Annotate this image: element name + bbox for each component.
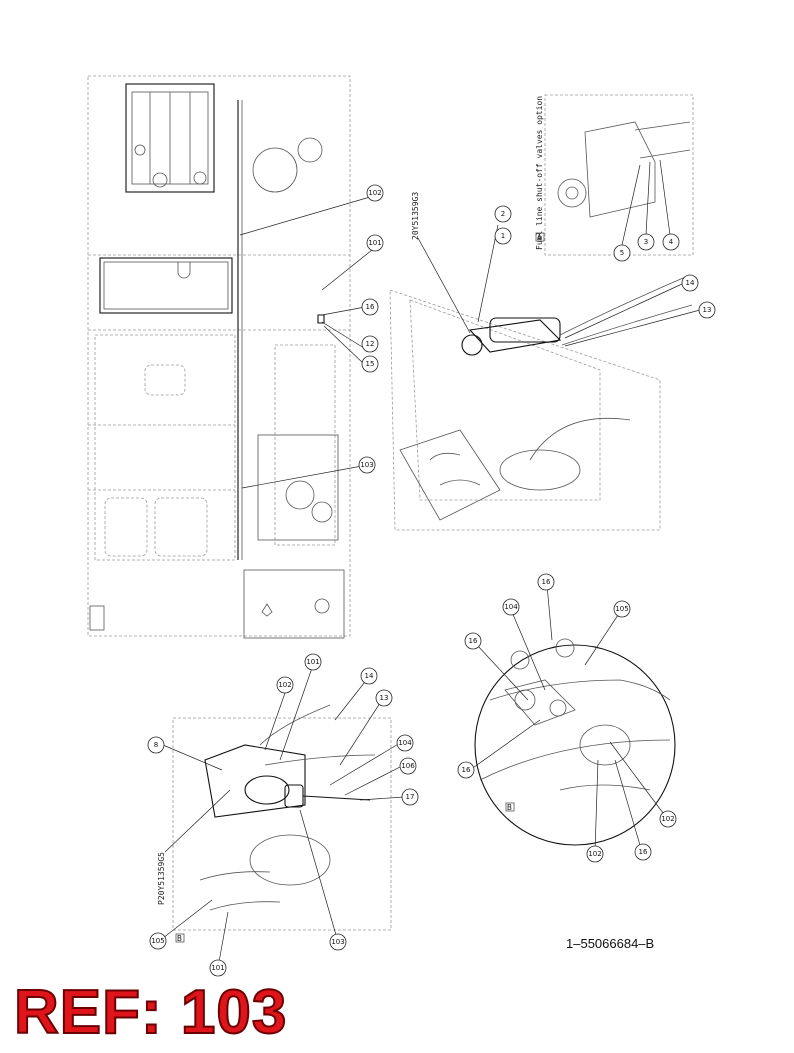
svg-text:B: B <box>507 803 512 812</box>
callout: 103 <box>358 456 376 474</box>
svg-text:8: 8 <box>154 741 158 749</box>
callout: 1 <box>494 227 512 245</box>
svg-text:5: 5 <box>620 249 624 257</box>
callout: 2 <box>494 205 512 223</box>
callout: 103 <box>329 933 347 951</box>
svg-text:105: 105 <box>615 605 628 613</box>
svg-text:102: 102 <box>368 189 381 197</box>
svg-text:101: 101 <box>211 964 224 972</box>
callout: 102 <box>366 184 384 202</box>
callout: 101 <box>304 653 322 671</box>
svg-text:3: 3 <box>644 238 648 246</box>
callout: 14 <box>360 667 378 685</box>
svg-text:104: 104 <box>504 603 518 611</box>
callout-group: 102 101 16 12 15 103 1 2 14 13 5 3 4 8 1… <box>147 184 716 977</box>
callout: 8 <box>147 736 165 754</box>
svg-text:102: 102 <box>588 850 601 858</box>
svg-text:103: 103 <box>360 461 373 469</box>
callout: 15 <box>361 355 379 373</box>
callout: 102 <box>659 810 677 828</box>
svg-text:105: 105 <box>151 937 164 945</box>
svg-text:A: A <box>537 233 542 242</box>
callout: 17 <box>401 788 419 806</box>
callout: 105 <box>613 600 631 618</box>
callout: 104 <box>502 598 520 616</box>
chassis-top-view <box>87 75 373 639</box>
callout: 16 <box>464 632 482 650</box>
svg-text:13: 13 <box>380 694 389 702</box>
callout: 13 <box>375 689 393 707</box>
callout: 16 <box>537 573 555 591</box>
svg-text:101: 101 <box>368 239 381 247</box>
detail-b-filter-mount <box>162 667 405 963</box>
svg-text:102: 102 <box>661 815 674 823</box>
view-tag: A <box>535 232 545 242</box>
svg-text:15: 15 <box>366 360 375 368</box>
svg-text:12: 12 <box>366 340 375 348</box>
callout: 12 <box>361 335 379 353</box>
svg-text:16: 16 <box>542 578 551 586</box>
svg-text:2: 2 <box>501 210 505 218</box>
detail-b-circle-view <box>469 584 676 853</box>
svg-text:13: 13 <box>703 306 712 314</box>
svg-text:104: 104 <box>398 739 412 747</box>
svg-text:14: 14 <box>686 279 695 287</box>
svg-text:103: 103 <box>331 938 344 946</box>
side-code: P20Y51359G5 <box>157 852 166 905</box>
part-code: 1–55066684–B <box>566 936 655 951</box>
callout: 106 <box>399 757 417 775</box>
side-code: 20Y51359G3 <box>411 192 420 240</box>
svg-text:16: 16 <box>469 637 478 645</box>
svg-text:4: 4 <box>669 238 674 246</box>
callout: 105 <box>149 932 167 950</box>
svg-text:16: 16 <box>462 766 471 774</box>
callout: 3 <box>637 233 655 251</box>
svg-text:17: 17 <box>406 793 415 801</box>
svg-text:102: 102 <box>278 681 291 689</box>
view-tag: B <box>505 802 515 812</box>
svg-text:14: 14 <box>365 672 374 680</box>
svg-text:106: 106 <box>401 762 415 770</box>
callout: 14 <box>681 274 699 292</box>
svg-text:16: 16 <box>366 303 375 311</box>
callout: 16 <box>634 843 652 861</box>
filter-isometric-view <box>389 224 701 531</box>
callout: 102 <box>276 676 294 694</box>
callout: 5 <box>613 244 631 262</box>
ref-label: REF: 103 <box>13 978 288 1047</box>
inset-a-shutoff-valves <box>544 94 694 256</box>
callout: 101 <box>366 234 384 252</box>
callout: 102 <box>586 845 604 863</box>
svg-text:101: 101 <box>306 658 319 666</box>
callout: 16 <box>361 298 379 316</box>
callout: 16 <box>457 761 475 779</box>
inset-note: Fuel line shut-off valves option <box>535 96 544 250</box>
callout: 104 <box>396 734 414 752</box>
svg-text:1: 1 <box>501 232 505 240</box>
svg-text:B: B <box>177 934 182 943</box>
callout: 13 <box>698 301 716 319</box>
svg-text:16: 16 <box>639 848 648 856</box>
callout: 101 <box>209 959 227 977</box>
view-tag: B <box>175 933 185 943</box>
callout: 4 <box>662 233 680 251</box>
